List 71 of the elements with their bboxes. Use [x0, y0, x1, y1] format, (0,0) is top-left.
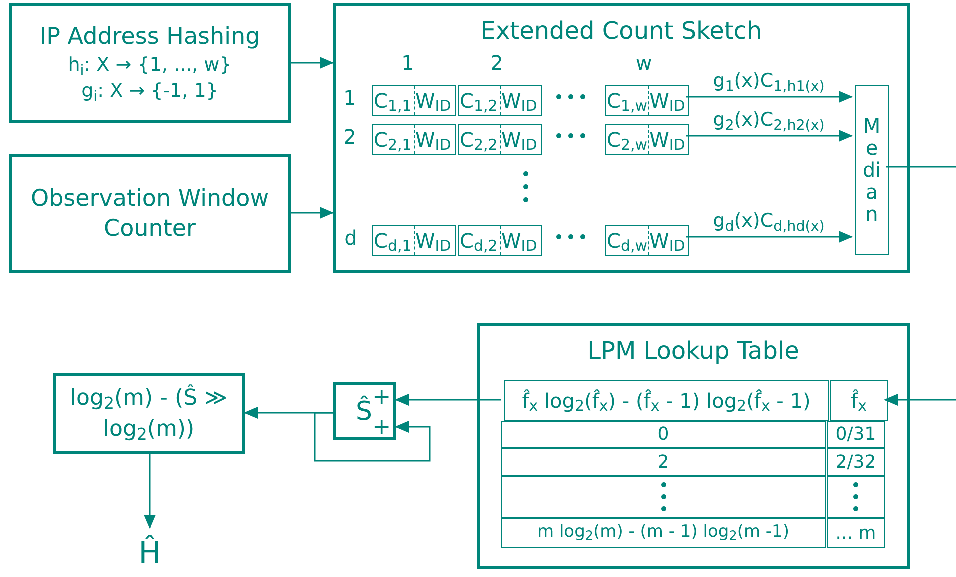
- process-box: [9, 3, 291, 123]
- id-text: W$_{ID}$: [650, 228, 686, 254]
- formula-text: log$_{2}$(m) - (Ŝ ≫ log$_{2}$(m)): [69, 384, 229, 444]
- arrow: [395, 394, 501, 406]
- table-cell: 0: [501, 421, 826, 448]
- sketch-cell: [605, 85, 689, 116]
- index-label: d: [344, 225, 358, 252]
- index-label: 2: [344, 124, 356, 151]
- counter-text: C$_{d,w}$: [607, 228, 648, 254]
- index-label: 1: [344, 85, 356, 112]
- accumulator-box: [333, 382, 396, 440]
- counter-text: C$_{1,w}$: [607, 88, 648, 114]
- index-label: 2: [490, 50, 504, 77]
- vertical-label: Median: [862, 115, 882, 225]
- sketch-cell: [372, 225, 456, 256]
- process-box: [53, 373, 245, 454]
- id-text: W$_{ID}$: [502, 126, 538, 154]
- table-header-cell: [830, 380, 888, 421]
- box-title: IP Address Hashing: [40, 23, 260, 52]
- box-title: Observation Window Counter: [30, 184, 270, 244]
- formula-text: h$_{i}$: X → {1, ..., w}: [68, 53, 232, 78]
- header-text: f̂$_{x}$ log$_{2}$(f̂$_{x}$) - (f̂$_{x}$ - 1) log$_{2}$(f̂$_{x}$ - 1): [522, 388, 811, 416]
- counter-text: C$_{2,1}$: [374, 126, 412, 154]
- sketch-cell: [458, 85, 542, 116]
- sketch-cell: [372, 124, 456, 155]
- id-text: W$_{ID}$: [650, 126, 686, 154]
- output-symbol: Ĥ: [130, 528, 170, 574]
- counter-text: C$_{2,2}$: [460, 126, 498, 154]
- id-text: W$_{ID}$: [416, 126, 452, 154]
- sum-symbol: Ŝ: [356, 397, 373, 427]
- arrow: [144, 454, 156, 529]
- index-label: 1: [402, 50, 414, 77]
- formula-text: g$_{i}$: X → {-1, 1}: [82, 79, 218, 104]
- table-cell: 2: [501, 448, 826, 476]
- id-text: W$_{ID}$: [502, 88, 538, 114]
- sketch-cell: [458, 124, 542, 155]
- group-frame: [477, 323, 910, 569]
- table-cell: ... m: [827, 518, 885, 548]
- id-text: W$_{ID}$: [650, 88, 686, 114]
- id-text: W$_{ID}$: [416, 228, 452, 254]
- arrow: [244, 407, 333, 419]
- arrow: [291, 57, 334, 69]
- counter-text: C$_{d,2}$: [460, 228, 498, 254]
- plus-sign: +: [372, 417, 391, 439]
- counter-text: C$_{d,1}$: [374, 228, 412, 254]
- plus-sign: +: [372, 387, 391, 409]
- arrow: [314, 412, 431, 462]
- sketch-cell: [372, 85, 456, 116]
- sketch-cell: [605, 124, 689, 155]
- table-cell: 2/32: [827, 448, 885, 476]
- counter-text: C$_{1,2}$: [460, 88, 498, 114]
- table-cell: 0/31: [827, 421, 885, 448]
- arrow: [884, 394, 956, 406]
- id-text: W$_{ID}$: [416, 88, 452, 114]
- arrow: [686, 231, 853, 243]
- median-box: [855, 85, 889, 255]
- group-title: Extended Count Sketch: [480, 17, 762, 45]
- index-label: w: [636, 50, 652, 77]
- id-text: W$_{ID}$: [502, 228, 538, 254]
- arrow: [291, 207, 334, 219]
- counter-text: C$_{1,1}$: [374, 88, 412, 114]
- arrow: [686, 91, 853, 103]
- arrow: [686, 130, 853, 142]
- header-text: f̂$_{x}$: [851, 388, 867, 416]
- counter-text: C$_{2,w}$: [607, 126, 648, 154]
- group-title: LPM Lookup Table: [588, 337, 800, 365]
- sketch-cell: [605, 225, 689, 256]
- process-box: [9, 154, 291, 273]
- table-header-cell: [504, 380, 829, 421]
- sketch-cell: [458, 225, 542, 256]
- table-cell: m log$_{2}$(m) - (m - 1) log$_{2}$(m -1): [501, 518, 826, 548]
